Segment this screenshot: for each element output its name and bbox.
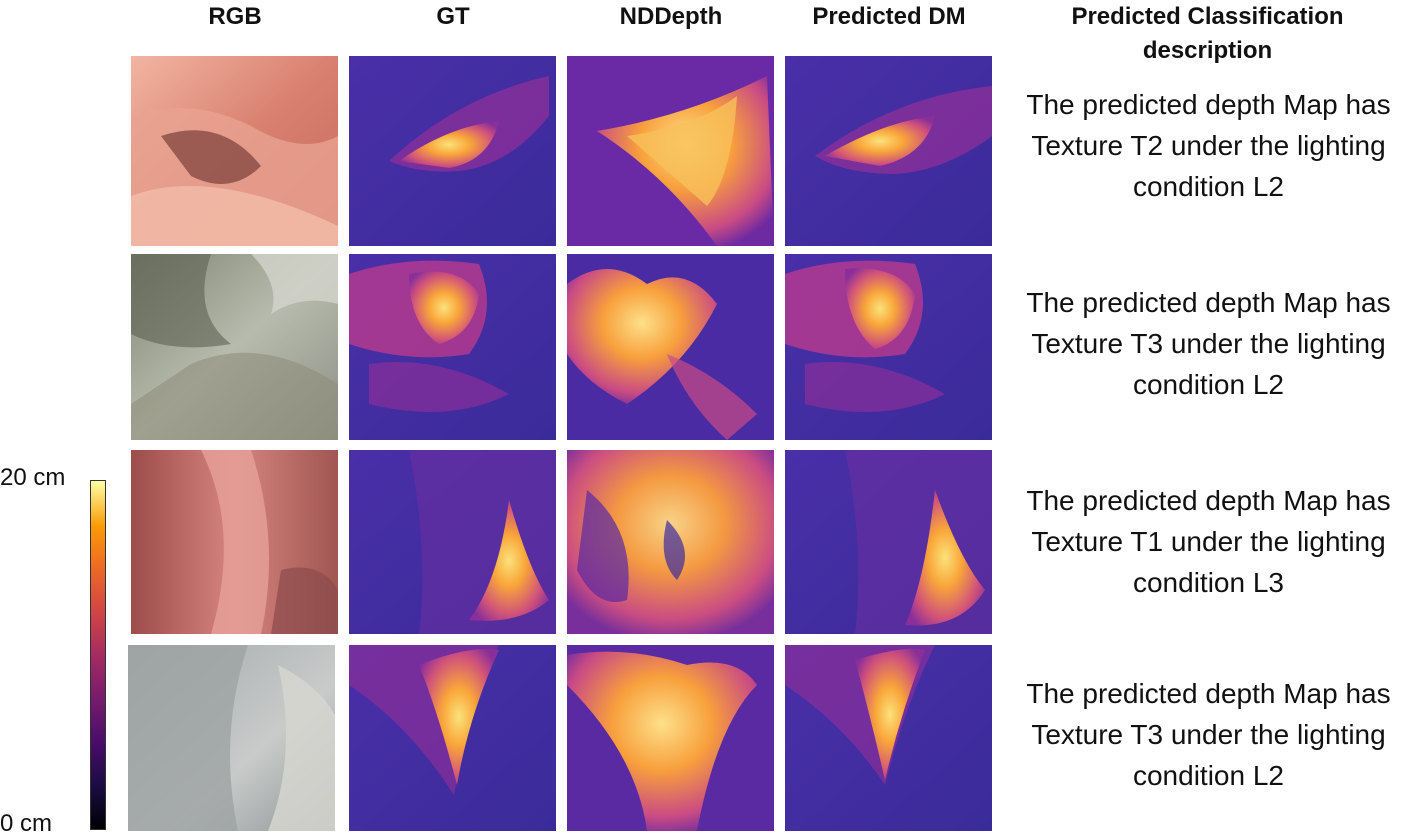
colorbar-max-label: 20 cm [0, 464, 66, 491]
classification-description-row-1: The predicted depth Map has Texture T2 u… [1026, 89, 1391, 202]
nddepth-depth-row-4 [567, 645, 774, 831]
classification-description-row-3: The predicted depth Map has Texture T1 u… [1026, 485, 1391, 598]
colorbar-min-label: 0 cm [0, 810, 53, 837]
nddepth-depth-row-2 [567, 254, 774, 440]
gt-depth-row-4 [349, 645, 556, 831]
nddepth-depth-row-3 [567, 450, 774, 634]
predicted-dm-depth-row-1 [785, 56, 992, 246]
predicted-dm-depth-row-3 [785, 450, 992, 634]
rgb-image-row-2 [131, 254, 338, 440]
gt-depth-row-2 [349, 254, 556, 440]
column-header-classification: Predicted Classification description [1071, 3, 1344, 64]
column-header-rgb: RGB [208, 3, 262, 30]
predicted-dm-depth-row-4 [785, 645, 992, 831]
classification-description-row-4: The predicted depth Map has Texture T3 u… [1026, 678, 1391, 791]
rgb-image-row-4 [128, 645, 335, 831]
predicted-dm-depth-row-2 [785, 254, 992, 440]
column-header-nddepth: NDDepth [619, 3, 723, 30]
gt-depth-row-3 [349, 450, 556, 634]
classification-description-row-2: The predicted depth Map has Texture T3 u… [1026, 287, 1391, 400]
column-header-predicted-dm: Predicted DM [812, 3, 966, 30]
gt-depth-row-1 [349, 56, 556, 246]
rgb-image-row-1 [131, 56, 338, 246]
rgb-image-row-3 [131, 450, 338, 634]
nddepth-depth-row-1 [567, 56, 774, 246]
column-header-gt: GT [436, 3, 470, 30]
depth-colorbar [90, 480, 106, 830]
